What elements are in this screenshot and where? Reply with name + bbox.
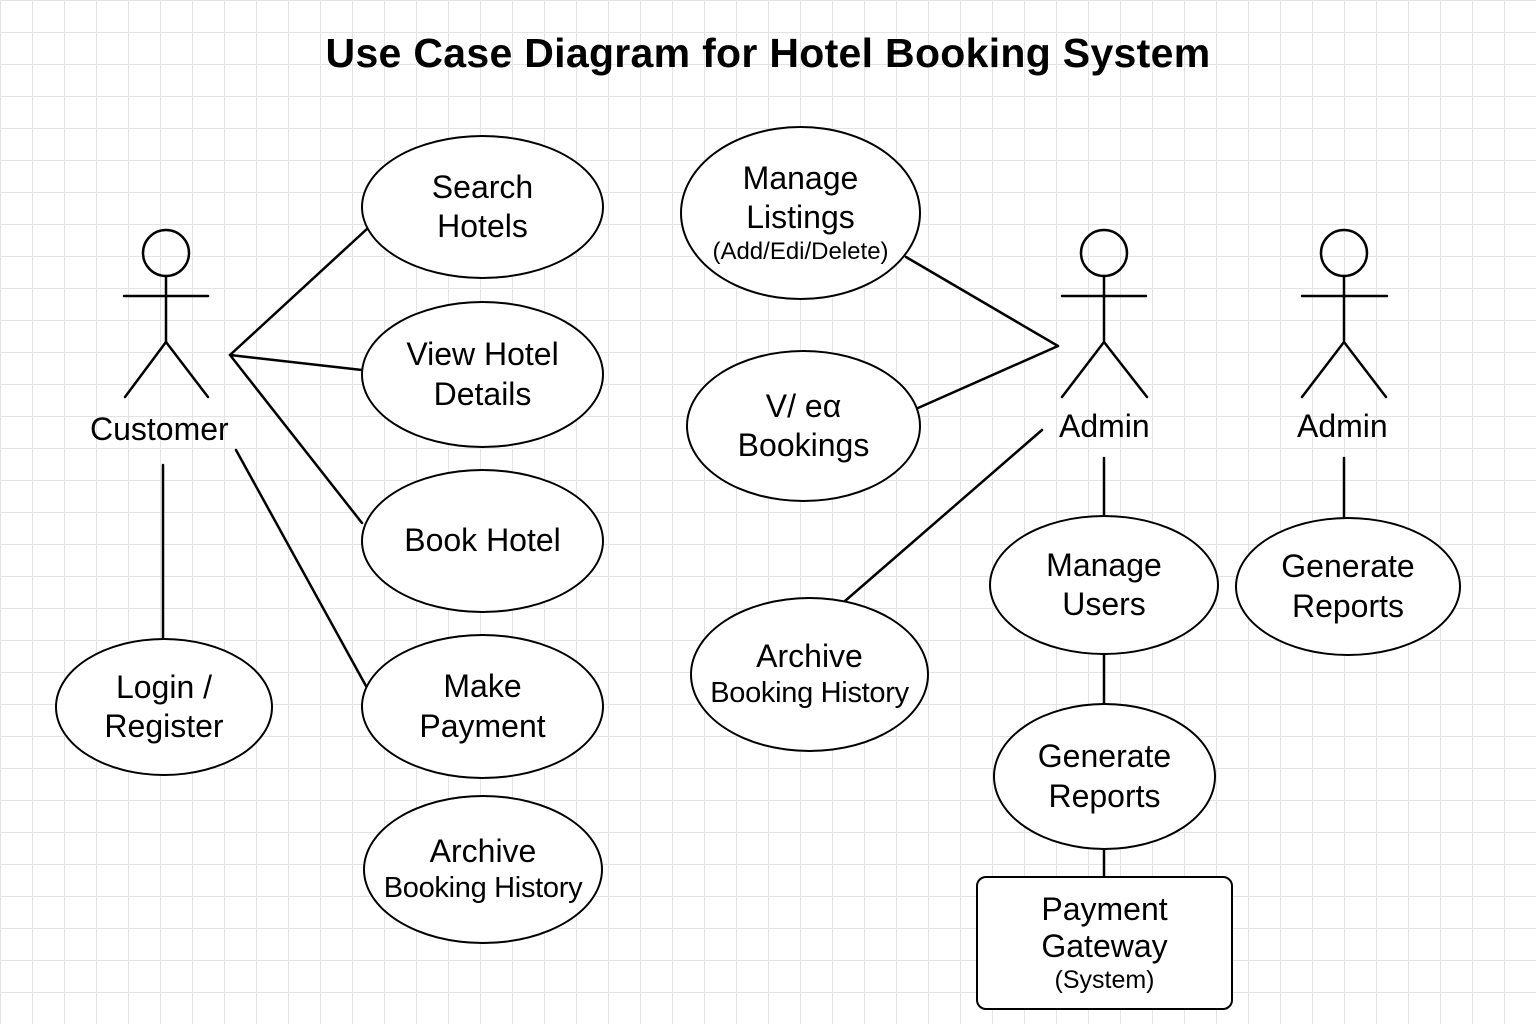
- use-case-text: Bookings: [737, 427, 870, 463]
- use-case-text: V/ eα: [765, 387, 842, 424]
- use-case-make-payment[interactable]: Make Payment: [361, 634, 604, 779]
- use-case-text: Archive: [756, 638, 863, 675]
- use-case-text: Details: [433, 375, 532, 412]
- customer-actor-label: Customer: [90, 411, 229, 447]
- use-case-text: Hotels: [437, 208, 528, 244]
- use-case-text: Payment: [419, 707, 546, 744]
- payment-gateway-system-box[interactable]: Payment Gateway (System): [976, 876, 1233, 1010]
- use-case-text: Manage: [742, 160, 859, 197]
- customer-actor-icon: [122, 228, 210, 399]
- use-case-archive-booking-history-admin[interactable]: Archive Booking History: [690, 597, 929, 752]
- use-case-text: Listings: [746, 199, 855, 236]
- use-case-manage-listings[interactable]: Manage Listings (Add/Edi/Delete): [680, 126, 921, 300]
- use-case-archive-booking-history-customer[interactable]: Archive Booking History: [363, 795, 603, 944]
- use-case-text: Manage: [1046, 546, 1162, 583]
- link-admin-view-bookings: [916, 344, 1060, 410]
- admin-second-actor-icon: [1300, 228, 1389, 399]
- use-case-text: Login /: [115, 668, 213, 705]
- admin-actor-label: Admin: [1059, 408, 1150, 444]
- use-case-text: Register: [104, 708, 224, 744]
- use-case-text: Booking History: [383, 872, 583, 905]
- use-case-text: Users: [1062, 586, 1146, 622]
- admin-actor-icon: [1060, 228, 1149, 399]
- diagram-title: Use Case Diagram for Hotel Booking Syste…: [325, 30, 1211, 76]
- link-customer-payment: [234, 448, 368, 688]
- use-case-text: Make: [443, 668, 522, 705]
- use-case-view-hotel-details[interactable]: View Hotel Details: [361, 301, 604, 448]
- link-customer-view-details: [228, 353, 364, 372]
- link-admin-manage-listings: [904, 255, 1060, 348]
- use-case-text: Generate: [1281, 548, 1415, 585]
- use-case-text: Booking History: [710, 677, 909, 710]
- use-case-generate-reports[interactable]: Generate Reports: [993, 703, 1216, 850]
- use-case-text: Search: [431, 168, 534, 205]
- use-case-text: Book Hotel: [404, 522, 561, 559]
- admin-second-actor-label: Admin: [1297, 408, 1388, 444]
- link-customer-search: [228, 226, 370, 357]
- use-case-text: Archive: [429, 833, 537, 870]
- system-text: Payment: [1041, 890, 1168, 927]
- use-case-text: View Hotel: [406, 336, 559, 373]
- use-case-text: (Add/Edi/Delete): [712, 238, 889, 266]
- use-case-search-hotels[interactable]: Search Hotels: [361, 135, 604, 279]
- system-text: (System): [1054, 966, 1155, 994]
- use-case-view-bookings[interactable]: V/ eα Bookings: [686, 350, 921, 502]
- use-case-text: Generate: [1037, 738, 1172, 775]
- link-admin-archive: [843, 428, 1044, 603]
- link-customer-book: [228, 353, 364, 525]
- use-case-generate-reports-second[interactable]: Generate Reports: [1235, 517, 1461, 656]
- use-case-text: Reports: [1291, 587, 1405, 624]
- use-case-text: Reports: [1048, 777, 1161, 814]
- use-case-manage-users[interactable]: Manage Users: [989, 515, 1219, 655]
- use-case-book-hotel[interactable]: Book Hotel: [361, 469, 604, 613]
- use-case-login-register[interactable]: Login / Register: [55, 638, 273, 776]
- system-text: Gateway: [1041, 928, 1168, 965]
